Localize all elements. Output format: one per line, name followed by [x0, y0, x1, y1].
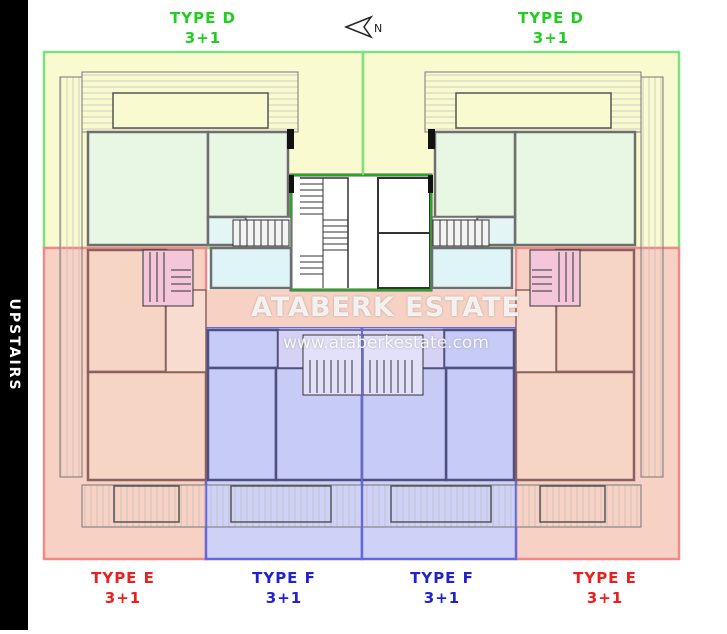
unit-type-d-left [86, 130, 293, 290]
planter-top-left [112, 92, 269, 129]
north-arrow-icon [343, 15, 374, 39]
side-terrace-left [59, 76, 83, 478]
elevator-2 [377, 232, 431, 289]
watermark-brand: ATABERK ESTATE [250, 292, 522, 323]
stair-d-left [232, 219, 290, 247]
sidebar-label: UPSTAIRS [6, 298, 22, 392]
unit-type: TYPE E [573, 569, 637, 587]
planter-top-right [455, 92, 612, 129]
unit-rooms: 3+1 [532, 29, 570, 47]
unit-rooms: 3+1 [586, 589, 624, 607]
floor-plan: N ATABERK ESTATE www.ataberkestate.com T… [28, 0, 727, 630]
unit-type-e-right [514, 248, 636, 482]
planter-bottom-4 [539, 485, 606, 523]
unit-rooms: 3+1 [104, 589, 142, 607]
planter-bottom-1 [113, 485, 180, 523]
label-top-left: TYPE D 3+1 [128, 8, 278, 48]
floor-plan-drawing: N [42, 15, 681, 561]
unit-type: TYPE D [517, 9, 584, 27]
sidebar: UPSTAIRS [0, 0, 28, 630]
label-top-right: TYPE D 3+1 [476, 8, 626, 48]
unit-type: TYPE D [169, 9, 236, 27]
core-stair [300, 177, 349, 288]
wall-posts [287, 129, 435, 193]
planter-bottom-2 [230, 485, 332, 523]
north-label: N [374, 22, 382, 35]
elevator-1 [377, 177, 431, 234]
unit-rooms: 3+1 [265, 589, 303, 607]
label-bottom-mid-left: TYPE F 3+1 [209, 568, 359, 608]
stair-d-right [432, 219, 490, 247]
stair-f [302, 334, 424, 396]
stair-e-right [529, 249, 581, 307]
unit-type: TYPE E [91, 569, 155, 587]
zone-corridor [206, 290, 516, 327]
label-bottom-right: TYPE E 3+1 [530, 568, 680, 608]
unit-rooms: 3+1 [184, 29, 222, 47]
stair-e-left [142, 249, 194, 307]
planter-bottom-3 [390, 485, 492, 523]
unit-rooms: 3+1 [423, 589, 461, 607]
label-bottom-mid-right: TYPE F 3+1 [367, 568, 517, 608]
side-terrace-right [640, 76, 664, 478]
unit-type: TYPE F [252, 569, 316, 587]
label-bottom-left: TYPE E 3+1 [48, 568, 198, 608]
watermark-url: www.ataberkestate.com [283, 333, 489, 353]
unit-type: TYPE F [410, 569, 474, 587]
